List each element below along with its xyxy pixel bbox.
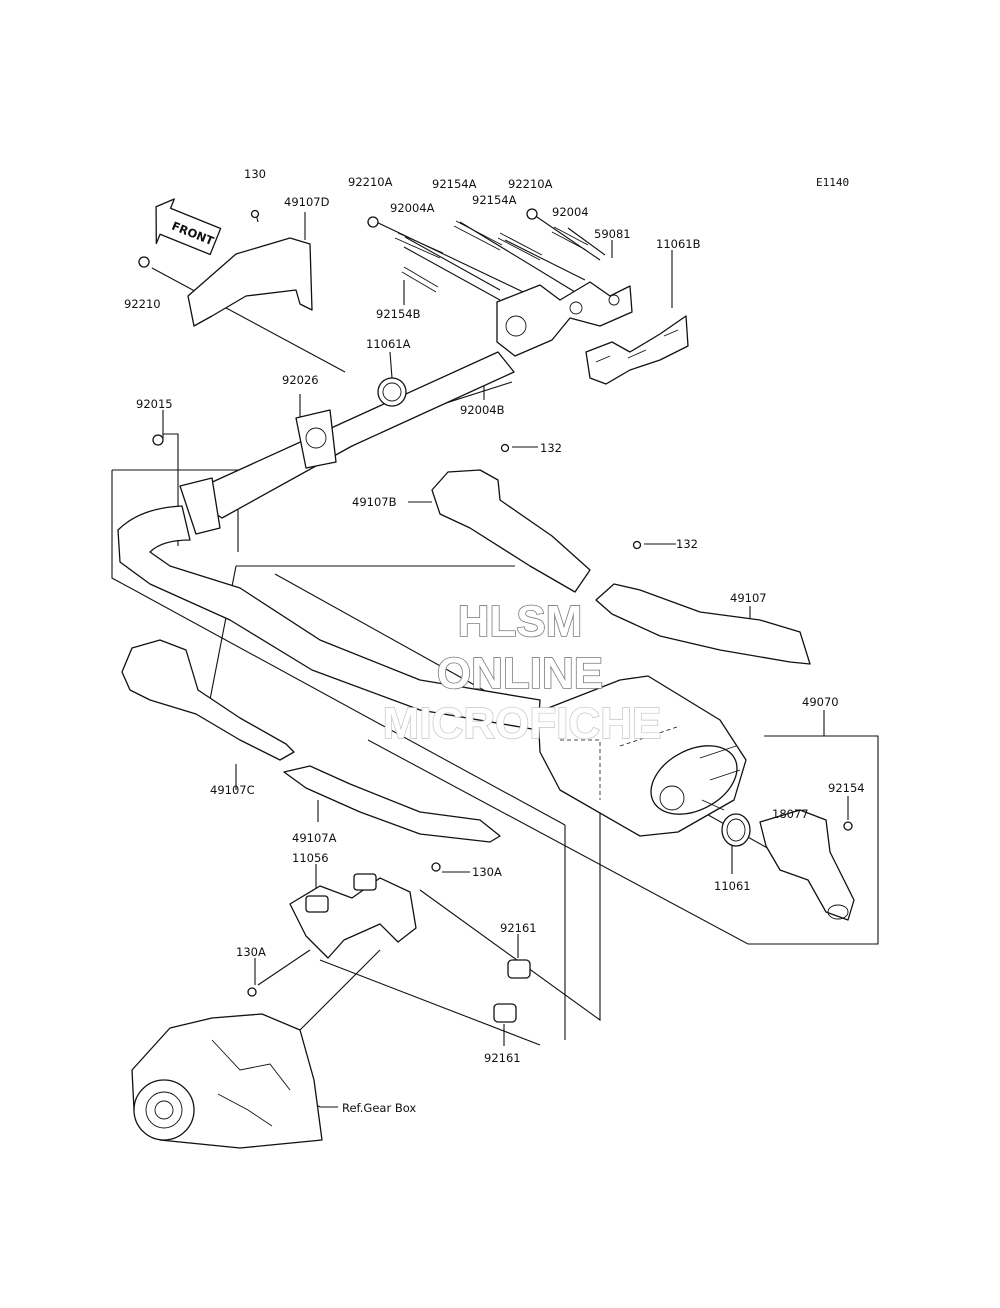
- part-label-11056: 11056: [292, 851, 329, 865]
- part-label-49107: 49107: [730, 591, 767, 605]
- part-label-11061b: 11061B: [656, 237, 701, 251]
- part-label-49107d: 49107D: [284, 195, 330, 209]
- gear-box-bracket: [131, 873, 531, 1149]
- watermark-line-3: MICROFICHE: [383, 699, 662, 748]
- part-label-11061a: 11061A: [366, 337, 411, 351]
- part-label-130: 130: [244, 167, 266, 181]
- part-label-59081: 59081: [594, 227, 631, 241]
- front-arrow: FRONT: [155, 198, 222, 256]
- watermark-line-2: ONLINE: [437, 649, 603, 698]
- part-label-92004b: 92004B: [460, 403, 505, 417]
- part-label-49070: 49070: [802, 695, 839, 709]
- part-label-92154b: 92154B: [376, 307, 421, 321]
- part-label-132-2: 132: [676, 537, 698, 551]
- exhaust-pipe: [117, 351, 541, 731]
- part-label-92015: 92015: [136, 397, 173, 411]
- part-label-92154a-1: 92154A: [432, 177, 477, 191]
- part-label-49107b: 49107B: [352, 495, 397, 509]
- part-label-92210a-2: 92210A: [508, 177, 553, 191]
- part-label-130a-1: 130A: [472, 865, 502, 879]
- exhaust-manifold-group: [496, 281, 689, 385]
- part-label-49107a: 49107A: [292, 831, 337, 845]
- watermark-line-1: HLSM: [458, 597, 583, 646]
- fasteners: [138, 208, 853, 997]
- part-label-49107c: 49107C: [210, 783, 255, 797]
- diagram-code: E1140: [816, 176, 849, 189]
- muffler: [537, 675, 855, 921]
- part-label-92161-2: 92161: [484, 1051, 521, 1065]
- part-label-18077: 18077: [772, 807, 809, 821]
- part-label-92161-1: 92161: [500, 921, 537, 935]
- watermark: HLSM ONLINE MICROFICHE: [382, 596, 662, 749]
- part-label-92154a-2: 92154A: [472, 193, 517, 207]
- part-label-92004a: 92004A: [390, 201, 435, 215]
- part-label-92004: 92004: [552, 205, 589, 219]
- heat-shields: [121, 237, 811, 843]
- part-label-132-1: 132: [540, 441, 562, 455]
- part-label-92210: 92210: [124, 297, 161, 311]
- part-label-11061: 11061: [714, 879, 751, 893]
- part-label-92210a-1: 92210A: [348, 175, 393, 189]
- part-label-92026: 92026: [282, 373, 319, 387]
- gear-box-reference: Ref.Gear Box: [342, 1101, 416, 1115]
- part-label-92154: 92154: [828, 781, 865, 795]
- part-labels: 130 49107D 92210 92210A 92004A 92154A 92…: [124, 167, 865, 1065]
- leader-lines: [111, 209, 879, 1108]
- part-label-130a-2: 130A: [236, 945, 266, 959]
